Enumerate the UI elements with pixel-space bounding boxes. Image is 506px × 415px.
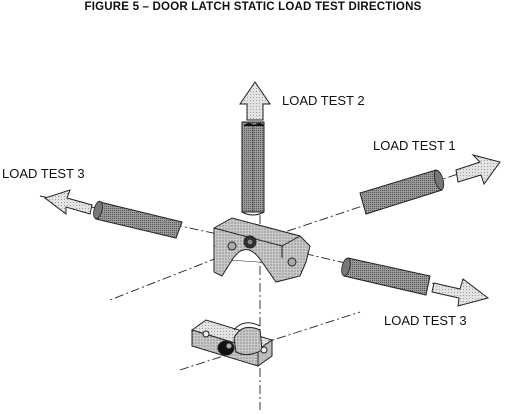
arrow-load-test-3-left xyxy=(43,189,93,216)
rod-load-test-2 xyxy=(241,121,265,216)
rod-load-test-1 xyxy=(359,169,445,215)
label-load-test-3-left: LOAD TEST 3 xyxy=(2,166,85,181)
rod-load-test-3-right xyxy=(341,257,431,296)
arrow-load-test-1 xyxy=(455,154,501,186)
arrow-load-test-3-right xyxy=(431,278,490,307)
lower-assembly-axis xyxy=(179,311,361,371)
rod-load-test-3-left xyxy=(93,200,183,239)
upper-latch-plate xyxy=(213,217,311,283)
figure-title: FIGURE 5 – DOOR LATCH STATIC LOAD TEST D… xyxy=(84,1,422,13)
label-load-test-1: LOAD TEST 1 xyxy=(373,138,456,153)
striker-assembly xyxy=(190,319,274,367)
label-load-test-2: LOAD TEST 2 xyxy=(282,93,365,108)
arrow-load-test-2 xyxy=(239,81,271,121)
label-load-test-3-right: LOAD TEST 3 xyxy=(384,313,467,328)
